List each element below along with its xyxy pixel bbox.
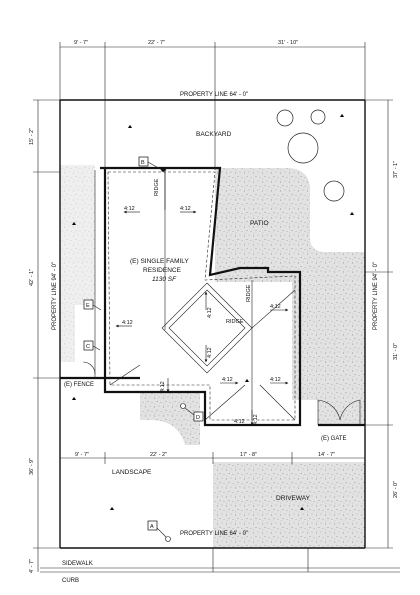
svg-text:C: C <box>86 344 90 350</box>
dim-left-2: 42' - 1" <box>29 269 35 286</box>
marker-c: C <box>83 340 101 351</box>
marker-a: A <box>147 520 171 542</box>
dim-mid-4: 14' - 7" <box>318 452 335 458</box>
label-sidewalk: SIDEWALK <box>62 561 93 567</box>
paving-hatch <box>60 165 365 548</box>
label-gate: (E) GATE <box>321 436 347 442</box>
dim-mid-2: 22' - 2" <box>150 452 167 458</box>
slope-label: 4:12 <box>234 419 245 425</box>
label-landscape: LANDSCAPE <box>112 469 152 476</box>
marker-d: D <box>180 403 204 422</box>
slope-label: 4:12 <box>160 381 166 392</box>
label-backyard: BACKYARD <box>196 131 232 138</box>
svg-text:E: E <box>86 303 90 309</box>
ridge-label-3: RIDGE <box>226 319 244 325</box>
marker-b: B <box>138 156 165 172</box>
dim-top-3: 31' - 10" <box>278 40 298 46</box>
tree-icon <box>287 132 319 164</box>
property-line-right: PROPERTY LINE 94' - 0" <box>373 262 379 330</box>
svg-text:A: A <box>150 524 154 530</box>
landscape-ticks <box>71 113 355 511</box>
slope-label: 4:12 <box>270 377 281 383</box>
marker-e: E <box>83 299 102 311</box>
slope-label: 4:12 <box>122 320 133 326</box>
label-fence: (E) FENCE <box>64 382 94 388</box>
slope-label: 4:12 <box>207 347 213 358</box>
dim-right-3: 26' - 0" <box>393 481 399 498</box>
property-line-bottom: PROPERTY LINE 64' - 0" <box>180 531 248 537</box>
svg-text:D: D <box>196 415 200 421</box>
slope-arrows <box>115 167 289 426</box>
dim-mid-1: 9' - 7" <box>75 452 89 458</box>
slope-label: 4:12 <box>253 414 259 425</box>
slope-label: 4:12 <box>270 304 281 310</box>
property-line-left: PROPERTY LINE 94' - 0" <box>52 262 58 330</box>
ridge-label-1: RIDGE <box>154 178 160 196</box>
label-curb: CURB <box>62 578 79 584</box>
slope-label: 4:12 <box>124 206 135 212</box>
label-driveway: DRIVEWAY <box>276 495 311 502</box>
residence-title: (E) SINGLE FAMILY <box>130 258 189 265</box>
property-line-top: PROPERTY LINE 64' - 0" <box>180 92 248 98</box>
ridge-label-2: RIDGE <box>246 284 252 302</box>
svg-text:B: B <box>141 160 145 166</box>
slope-label: 4:12 <box>222 377 233 383</box>
tree-icon <box>276 109 294 127</box>
gate-swings <box>82 361 361 425</box>
dim-left-4: 4' - 7" <box>29 559 35 573</box>
tree-icon <box>323 180 345 202</box>
dim-left-1: 15' - 2" <box>29 128 35 145</box>
dim-top-2: 22' - 7" <box>148 40 165 46</box>
residence-area: 1130 SF <box>152 276 177 283</box>
dim-right-1: 37' - 1" <box>393 161 399 178</box>
fence <box>60 170 365 427</box>
property-boundary <box>40 99 400 573</box>
dim-right-2: 31' - 0" <box>393 343 399 360</box>
residence-subtitle: RESIDENCE <box>143 267 182 274</box>
slope-label: 4:12 <box>180 206 191 212</box>
dim-mid-3: 17' - 8" <box>240 452 257 458</box>
label-patio: PATIO <box>250 220 269 227</box>
dim-left-3: 36' - 9" <box>29 458 35 475</box>
tree-icon <box>310 109 326 125</box>
trees <box>276 109 345 202</box>
dimension-lines <box>33 42 393 572</box>
slope-label: 4:12 <box>207 307 213 318</box>
dim-top-1: 9' - 7" <box>74 40 88 46</box>
